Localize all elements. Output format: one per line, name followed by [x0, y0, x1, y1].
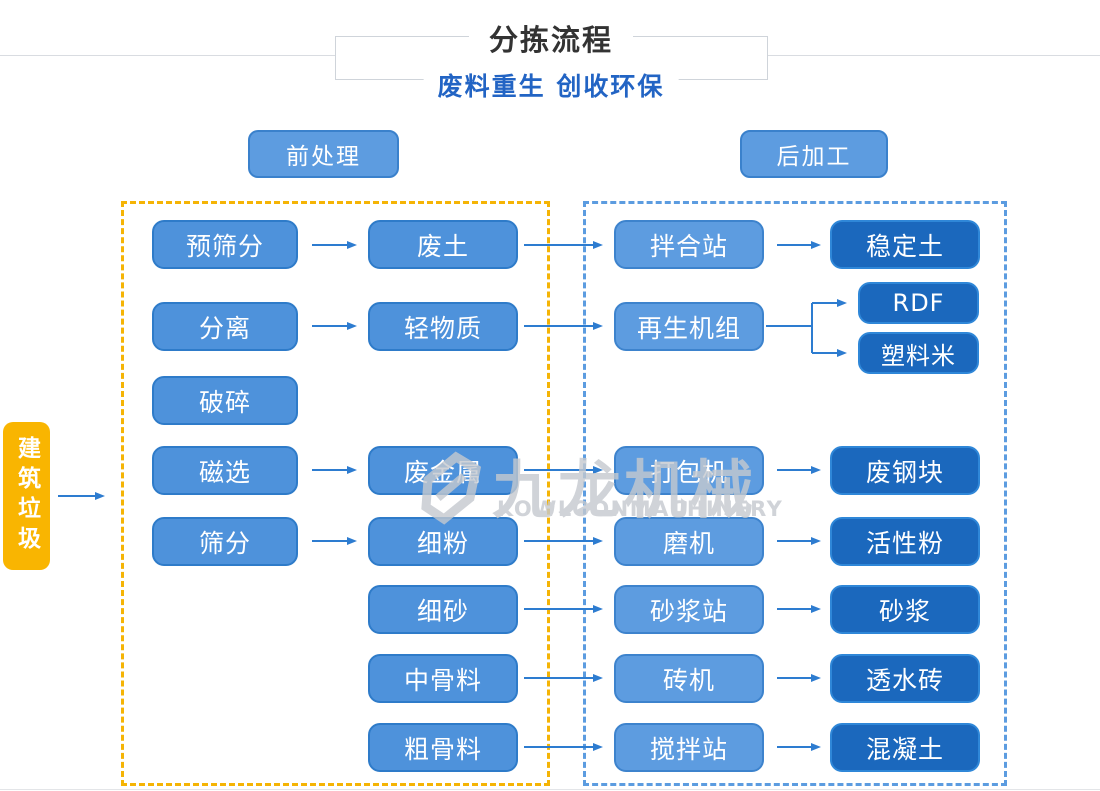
node-rdf: RDF: [858, 282, 979, 324]
pre-processing-zone: [121, 201, 550, 786]
pre-processing-label: 前处理: [248, 130, 399, 178]
node-regeneration-unit: 再生机组: [614, 302, 764, 351]
post-processing-zone: [583, 201, 1007, 786]
node-light-material: 轻物质: [368, 302, 518, 351]
page-title: 分拣流程: [468, 17, 634, 59]
node-baler: 打包机: [614, 446, 764, 495]
node-concrete-mixing-station: 搅拌站: [614, 723, 764, 772]
node-scrap-steel: 废钢块: [830, 446, 980, 495]
node-mixing-station: 拌合站: [614, 220, 764, 269]
page-bottom-line: [0, 789, 1100, 790]
node-mortar-station: 砂浆站: [614, 585, 764, 634]
page-subtitle: 废料重生 创收环保: [423, 67, 679, 103]
node-permeable-brick: 透水砖: [830, 654, 980, 703]
node-scrap-metal: 废金属: [368, 446, 518, 495]
node-stabilized-soil: 稳定土: [830, 220, 980, 269]
node-plastic-pellets: 塑料米: [858, 332, 979, 374]
node-medium-aggregate: 中骨料: [368, 654, 518, 703]
node-coarse-aggregate: 粗骨料: [368, 723, 518, 772]
node-screening: 筛分: [152, 517, 298, 566]
node-fine-powder: 细粉: [368, 517, 518, 566]
node-brick-machine: 砖机: [614, 654, 764, 703]
node-mortar: 砂浆: [830, 585, 980, 634]
node-separation: 分离: [152, 302, 298, 351]
construction-waste-source: 建筑垃圾: [3, 422, 50, 570]
node-fine-sand: 细砂: [368, 585, 518, 634]
node-waste-soil: 废土: [368, 220, 518, 269]
node-pre-screening: 预筛分: [152, 220, 298, 269]
node-magnetic-separation: 磁选: [152, 446, 298, 495]
node-mill: 磨机: [614, 517, 764, 566]
post-processing-label: 后加工: [740, 130, 888, 178]
node-active-powder: 活性粉: [830, 517, 980, 566]
node-concrete: 混凝土: [830, 723, 980, 772]
node-crushing: 破碎: [152, 376, 298, 425]
